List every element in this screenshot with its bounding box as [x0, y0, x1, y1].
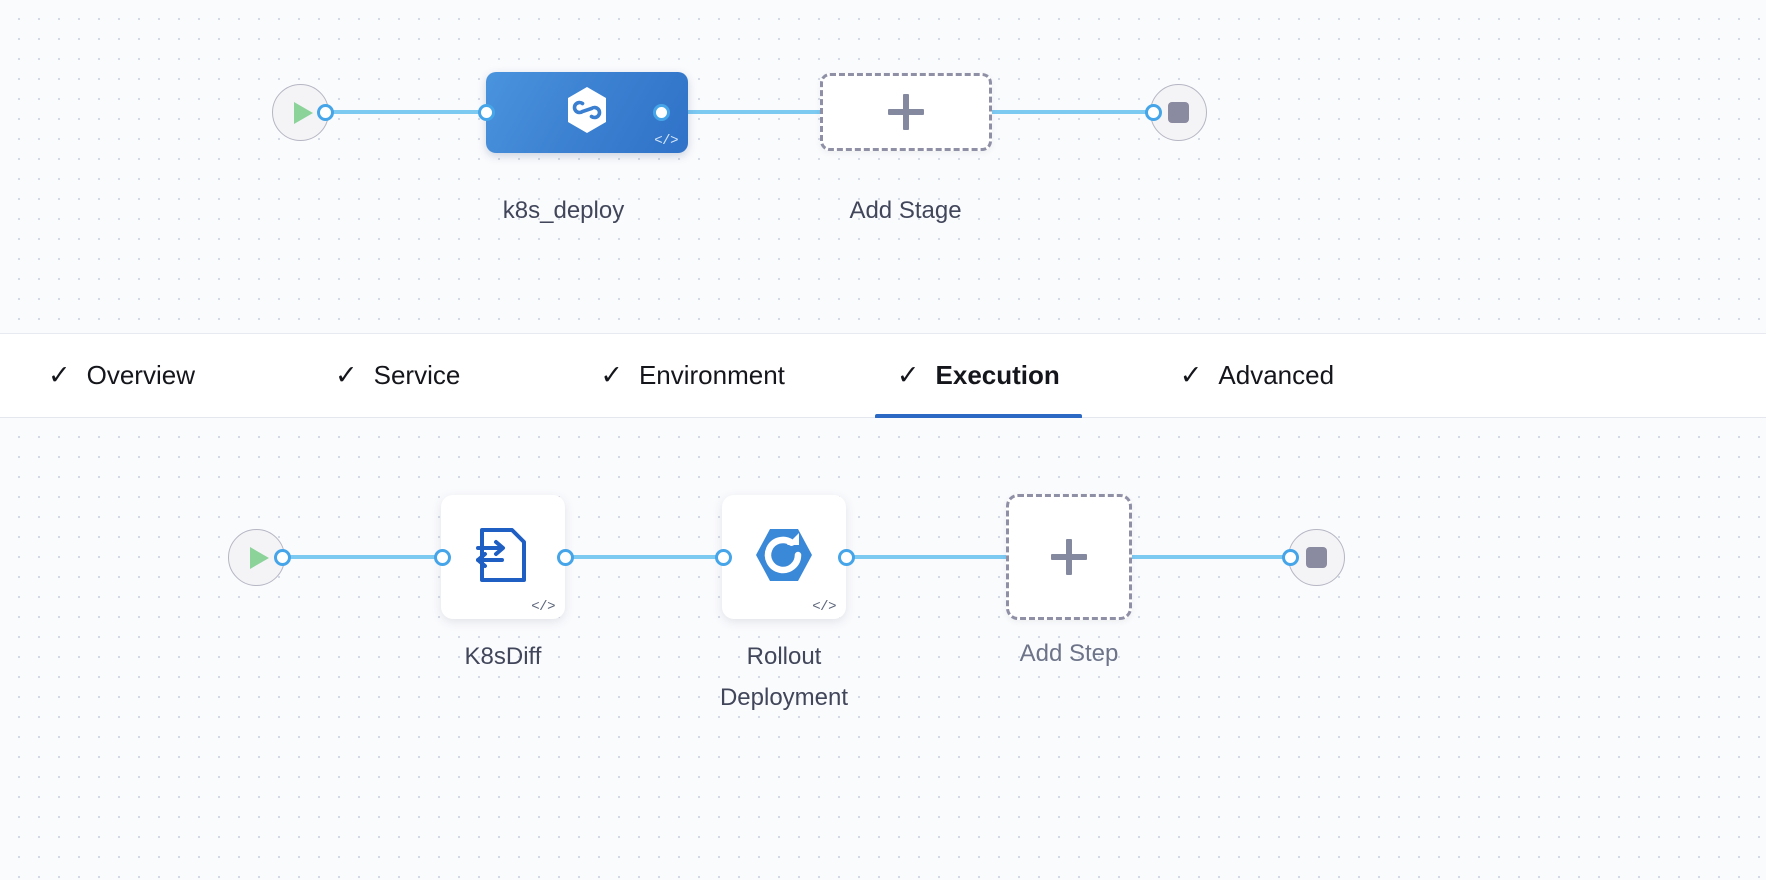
check-icon: ✓: [334, 360, 358, 390]
step-k8sdiff-output-port[interactable]: [557, 549, 574, 566]
play-icon: [250, 546, 269, 569]
edge-k8sdiff-to-rollout: [560, 555, 730, 559]
check-icon: ✓: [600, 360, 623, 390]
tab-overview[interactable]: ✓ Overview: [26, 334, 217, 418]
stage-start-output-port[interactable]: [317, 104, 334, 121]
check-icon: ✓: [1179, 360, 1203, 390]
add-stage-button[interactable]: [820, 73, 992, 151]
plus-icon: [888, 94, 924, 130]
tab-advanced[interactable]: ✓ Advanced: [1158, 334, 1356, 418]
stage-k8s-deploy-input-port[interactable]: [478, 104, 495, 121]
tab-service[interactable]: ✓ Service: [313, 334, 482, 418]
stage-graph: </> k8s_deploy Add Stage: [0, 0, 1766, 333]
tab-execution[interactable]: ✓ Execution: [874, 334, 1082, 419]
tab-label-overview: Overview: [86, 360, 195, 390]
edge-rollout-to-add-step: [840, 555, 1010, 559]
stop-icon: [1168, 102, 1189, 123]
step-rollout-input-port[interactable]: [715, 549, 732, 566]
stage-label-k8s-deploy: k8s_deploy: [502, 197, 625, 224]
edge-add-step-to-end: [1122, 555, 1292, 559]
stage-k8s-deploy-output-port[interactable]: [653, 104, 670, 121]
code-badge-icon[interactable]: </>: [531, 599, 555, 615]
step-node-rollout-deployment[interactable]: </>: [722, 495, 846, 619]
step-node-k8s-diff[interactable]: </>: [441, 495, 565, 619]
stage-graph-canvas[interactable]: </> k8s_deploy Add Stage: [0, 0, 1766, 334]
stage-end-node[interactable]: [1150, 84, 1207, 141]
step-label-rollout-deployment: Rollout Deployment: [719, 643, 849, 711]
stage-label-add-stage: Add Stage: [849, 197, 962, 224]
execution-end-input-port[interactable]: [1282, 549, 1299, 566]
execution-graph-canvas[interactable]: </> K8sDiff </> Rollout Deployment: [0, 418, 1766, 880]
step-label-k8s-diff: K8sDiff: [464, 643, 542, 670]
stop-icon: [1306, 547, 1327, 568]
rollout-hexagon-icon: [754, 526, 814, 589]
edge-k8s-deploy-to-add-stage: [660, 110, 830, 114]
code-badge-icon[interactable]: </>: [812, 599, 836, 615]
step-rollout-output-port[interactable]: [838, 549, 855, 566]
tab-environment[interactable]: ✓ Environment: [578, 334, 807, 418]
tab-label-execution: Execution: [935, 360, 1060, 390]
check-icon: ✓: [896, 360, 920, 390]
k8s-diff-document-icon: [476, 526, 530, 589]
harness-hexagon-icon: [559, 82, 615, 143]
stage-end-input-port[interactable]: [1145, 104, 1162, 121]
add-step-button[interactable]: [1006, 494, 1132, 620]
edge-start-to-k8sdiff: [282, 555, 452, 559]
execution-start-output-port[interactable]: [274, 549, 291, 566]
play-icon: [294, 101, 313, 124]
tab-label-advanced: Advanced: [1218, 360, 1335, 390]
edge-add-stage-to-end: [985, 110, 1165, 114]
execution-graph: </> K8sDiff </> Rollout Deployment: [0, 418, 1766, 880]
stage-start-node[interactable]: [272, 84, 329, 141]
tab-label-environment: Environment: [638, 360, 785, 390]
edge-start-to-k8s-deploy: [325, 110, 495, 114]
check-icon: ✓: [48, 360, 71, 390]
code-badge-icon[interactable]: </>: [654, 133, 678, 149]
stage-config-tabs[interactable]: ✓ Overview ✓ Service ✓ Environment ✓ Exe…: [0, 334, 1766, 419]
step-k8sdiff-input-port[interactable]: [434, 549, 451, 566]
plus-icon: [1051, 539, 1087, 575]
step-label-add-step: Add Step: [1019, 640, 1119, 667]
tab-label-service: Service: [373, 360, 461, 390]
